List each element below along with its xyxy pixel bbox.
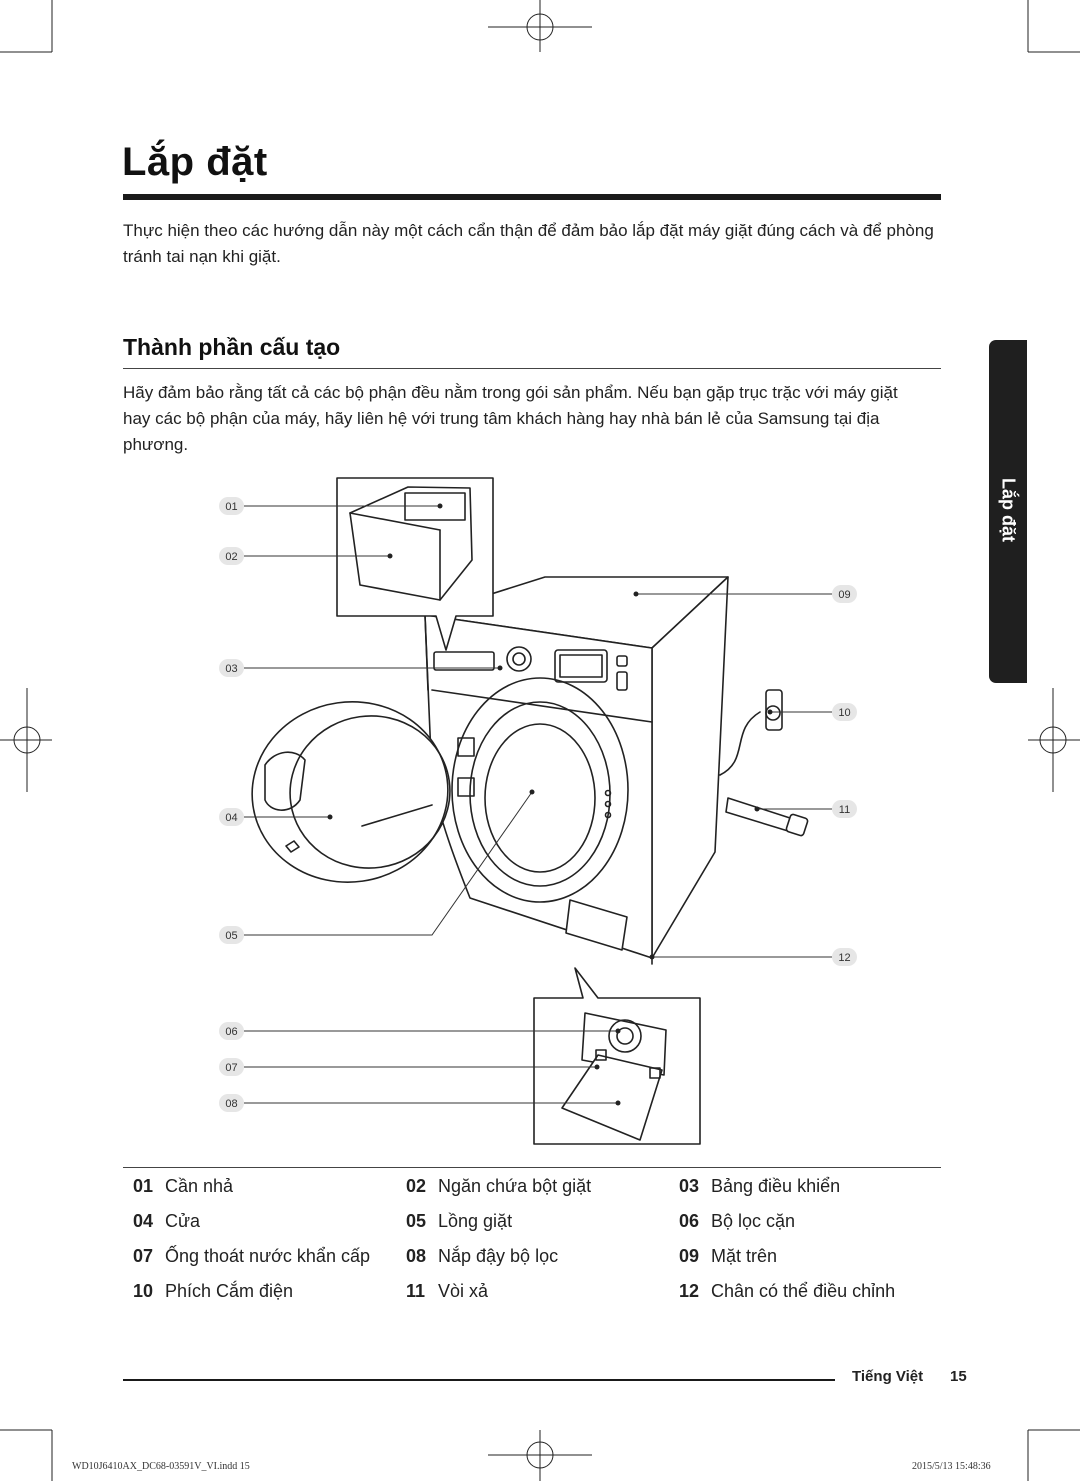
washer-diagram: 01 02 03 04 05 06 07 08 09 10 11 12 [219,477,857,1145]
drain-hose [725,797,809,837]
intro-text: Thực hiện theo các hướng dẫn này một các… [123,221,934,266]
section-rule [123,368,941,369]
callout-02: 02 [219,547,244,565]
svg-text:12: 12 [838,952,850,964]
callout-01: 01 [219,497,244,515]
callout-11: 11 [832,800,857,818]
svg-text:11: 11 [839,804,850,816]
drum-opening [451,677,629,903]
legend-rule [123,1167,941,1168]
callout-12: 12 [832,948,857,966]
svg-text:04: 04 [225,812,237,824]
callout-05: 05 [219,926,244,944]
print-datetime: 2015/5/13 15:48:36 [912,1461,991,1472]
svg-text:09: 09 [838,589,850,601]
registration-mark-bottom [488,1430,592,1481]
footer-language: Tiếng Việt [852,1368,924,1385]
svg-text:05: 05 [225,930,237,942]
section-intro: Hãy đảm bảo rằng tất cả các bộ phận đều … [123,383,898,454]
machine-body [424,576,729,959]
callout-07: 07 [219,1058,244,1076]
callout-08: 08 [219,1094,244,1112]
svg-text:10: 10 [838,707,850,719]
footer-rule [123,1379,835,1381]
chapter-tab: Lắp đặt [989,340,1027,683]
registration-mark-left [0,688,52,792]
page-number: 15 [950,1368,967,1385]
callout-03: 03 [219,659,244,677]
section-title: Thành phần cấu tạo [123,334,341,360]
print-file-info: WD10J6410AX_DC68-03591V_VI.indd 15 [72,1461,250,1472]
power-plug [719,689,783,776]
registration-mark-top [488,0,592,52]
door [251,701,451,883]
title-rule [123,194,941,200]
svg-text:03: 03 [225,663,237,675]
page-title: Lắp đặt [122,140,268,184]
callout-09: 09 [832,585,857,603]
filter-inset [533,967,701,1145]
callout-06: 06 [219,1022,244,1040]
svg-text:07: 07 [225,1062,237,1074]
detergent-drawer-inset [336,477,494,651]
control-panel [433,646,628,691]
callout-10: 10 [832,703,857,721]
svg-text:08: 08 [225,1098,237,1110]
registration-mark-right [1028,688,1080,792]
svg-text:02: 02 [225,551,237,563]
svg-text:06: 06 [225,1026,237,1038]
svg-text:01: 01 [225,501,237,513]
callout-04: 04 [219,808,244,826]
